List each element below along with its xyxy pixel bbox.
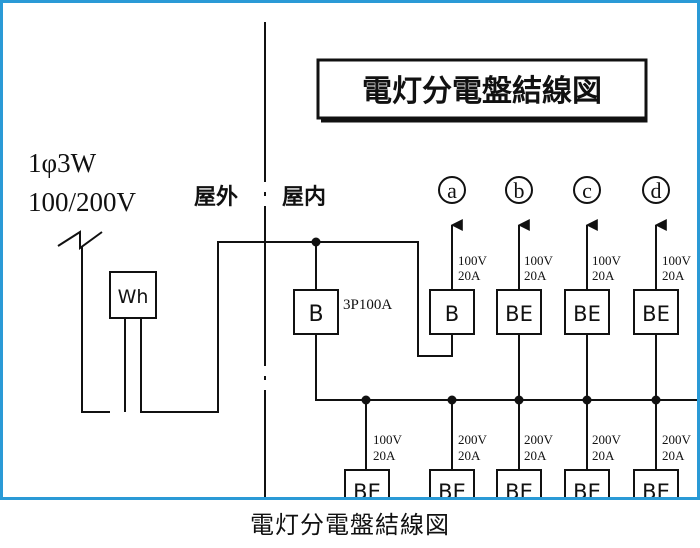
junction-dot (447, 395, 457, 405)
circuit-badge-d (642, 176, 670, 204)
lower-current: 20A (592, 448, 615, 463)
lower-bus (315, 334, 697, 401)
branch-voltage: 100V (662, 253, 692, 268)
branch-current: 20A (458, 268, 481, 283)
lower-breaker-label: BE (573, 480, 601, 497)
lower-breaker-5 (633, 469, 679, 497)
branch-breaker-label: B (445, 302, 459, 326)
meter-label: Wh (118, 286, 149, 308)
branch-current: 20A (662, 268, 685, 283)
diagram-frame: 電灯分電盤結線図 1φ3W 100/200V 屋外 屋内 Wh B 3P100A… (0, 0, 700, 500)
branch-breaker-label: BE (505, 302, 533, 326)
lower-breaker-label: BE (505, 480, 533, 497)
branch-current: 20A (524, 268, 547, 283)
meter-box (109, 271, 157, 319)
lower-breaker-label: BE (438, 480, 466, 497)
lower-current: 20A (524, 448, 547, 463)
circuit-badge-letter: c (582, 178, 592, 203)
lower-breaker-label: BE (642, 480, 670, 497)
indoor-label: 屋内 (282, 185, 326, 210)
junction-dot (514, 395, 524, 405)
lower-voltage: 200V (592, 432, 622, 447)
main-feeder (316, 241, 453, 357)
main-breaker-rating: 3P100A (343, 297, 392, 313)
lower-breaker-4 (564, 469, 610, 497)
circuit-badge-c (573, 176, 601, 204)
branch-breaker-label: BE (573, 302, 601, 326)
circuit-badge-b (505, 176, 533, 204)
figure-caption: 電灯分電盤結線図 (250, 511, 450, 539)
circuit-badge-letter: a (447, 178, 457, 203)
lower-breaker-3 (496, 469, 542, 497)
lower-voltage: 100V (373, 432, 403, 447)
junction-dot (651, 395, 661, 405)
lower-voltage: 200V (662, 432, 692, 447)
branch-voltage: 100V (524, 253, 554, 268)
outdoor-label: 屋外 (194, 184, 238, 210)
service-wire (81, 246, 110, 413)
main-breaker-label: B (308, 302, 323, 327)
junction-dot (582, 395, 592, 405)
branch-breaker-label: BE (642, 302, 670, 326)
wiring-diagram: 電灯分電盤結線図 1φ3W 100/200V 屋外 屋内 Wh B 3P100A… (28, 22, 697, 497)
circuit-badge-letter: d (651, 178, 662, 203)
circuit-badge-a (438, 176, 466, 204)
branch-current: 20A (592, 268, 615, 283)
lower-breaker-label: BE (353, 480, 381, 497)
circuit-badge-letter: b (514, 178, 525, 203)
lower-voltage: 200V (458, 432, 488, 447)
lower-current: 20A (458, 448, 481, 463)
lower-voltage: 200V (524, 432, 554, 447)
supply-voltage-label: 100/200V (28, 187, 137, 217)
lower-breaker-2 (429, 469, 475, 497)
branch-voltage: 100V (592, 253, 622, 268)
lower-current: 20A (373, 448, 396, 463)
branch-voltage: 100V (458, 253, 488, 268)
service-drop-symbol (57, 230, 103, 250)
junction-dot (361, 395, 371, 405)
diagram-title: 電灯分電盤結線図 (362, 74, 602, 109)
lower-breaker-1 (344, 469, 390, 497)
junction-dot (311, 237, 321, 247)
lower-current: 20A (662, 448, 685, 463)
supply-phase-label: 1φ3W (28, 148, 97, 178)
meter-lead (140, 241, 316, 413)
